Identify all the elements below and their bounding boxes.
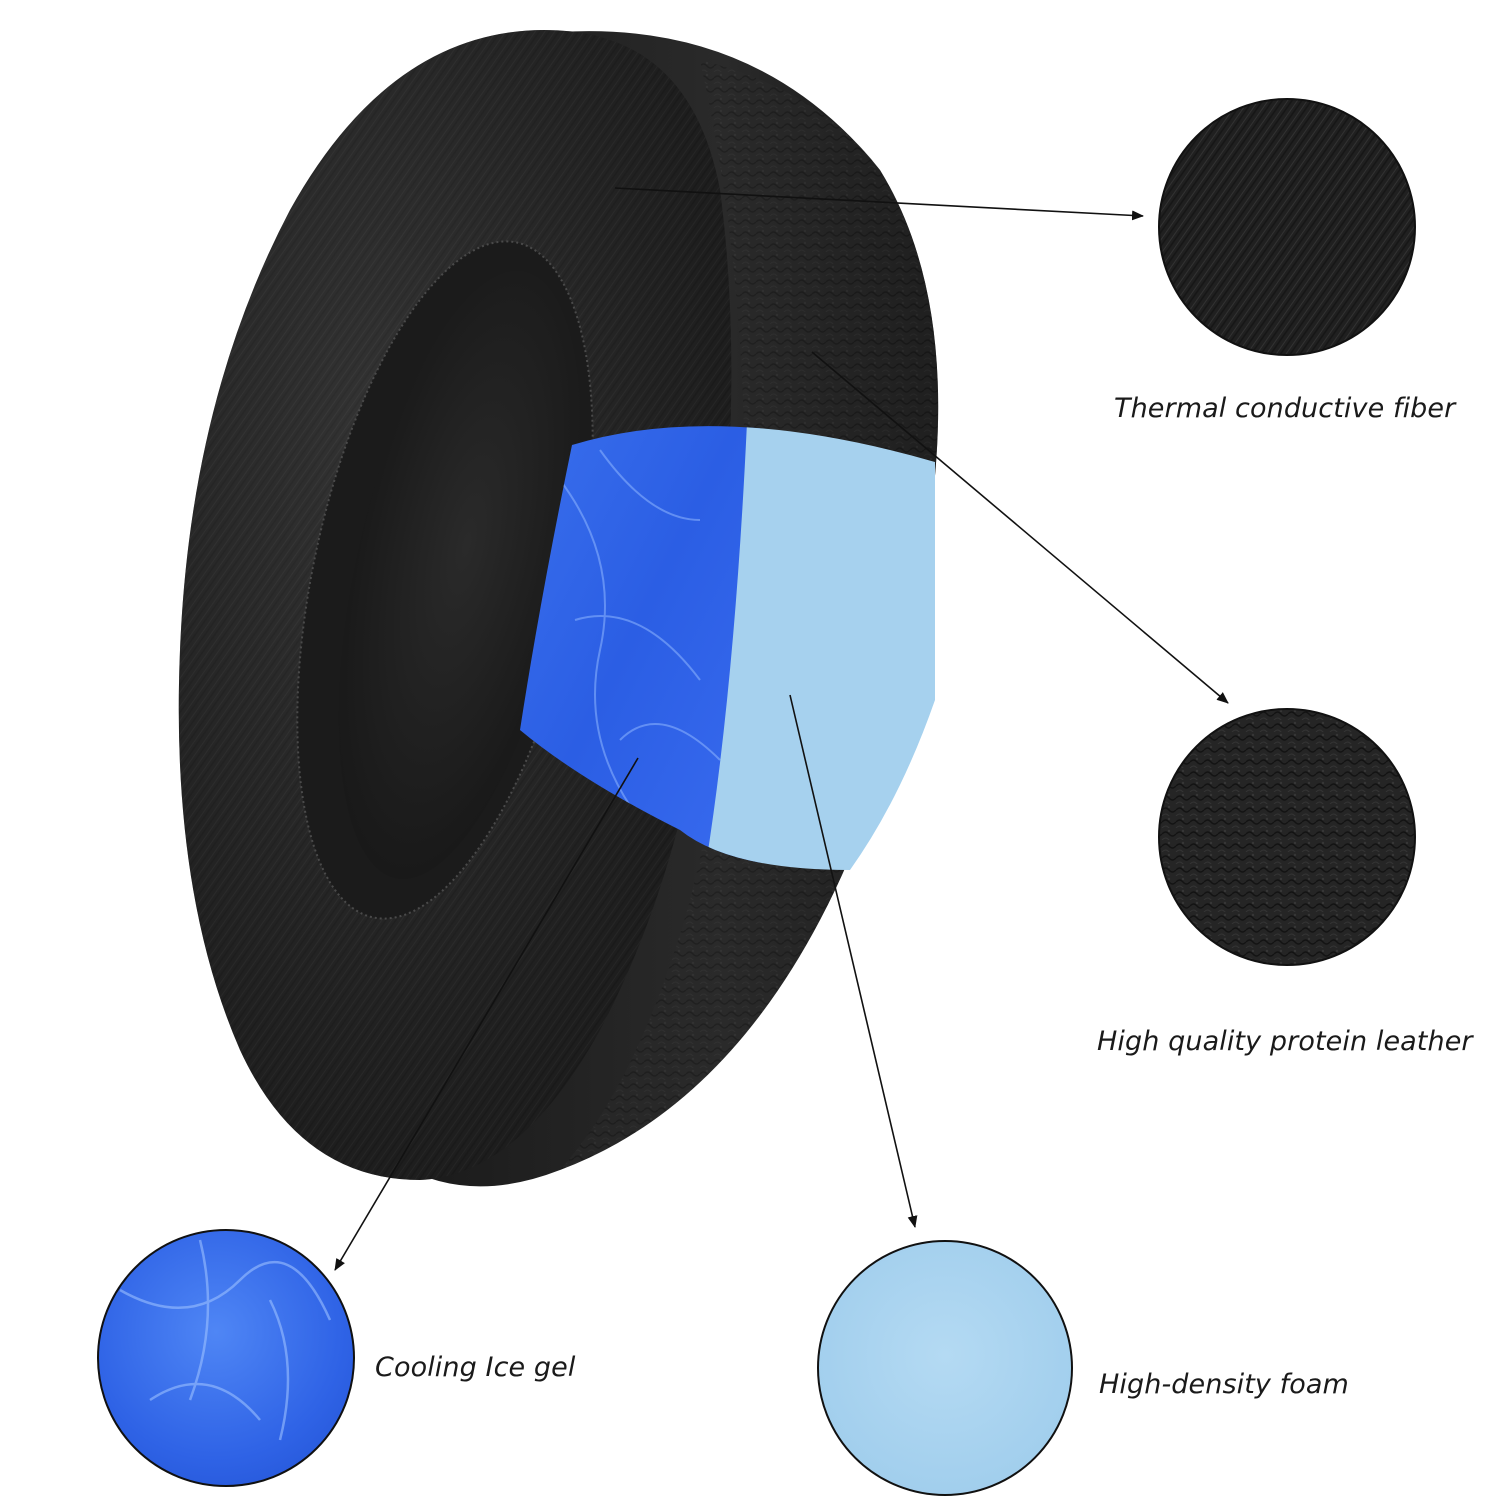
ice-gel-label: Cooling Ice gel [375, 1352, 576, 1383]
leader-line-thermal-fiber [614, 187, 1144, 221]
fabric-texture-circle-icon [1158, 98, 1416, 356]
thermal-fiber-label: Thermal conductive fiber [1114, 393, 1456, 424]
leader-lines [334, 187, 1229, 1271]
leader-line-ice-gel [334, 757, 639, 1271]
foam-label: High-density foam [1099, 1369, 1349, 1400]
leather-texture-circle-icon [1158, 708, 1416, 966]
leader-line-protein-leather [811, 351, 1229, 704]
earpad-cushion [178, 30, 939, 1187]
ice-gel-texture-circle-icon [97, 1229, 355, 1487]
cutaway-foam-layer [700, 426, 935, 870]
foam-texture-circle-icon [817, 1240, 1073, 1496]
leader-line-foam [789, 694, 918, 1228]
protein-leather-label: High quality protein leather [1097, 1026, 1473, 1057]
